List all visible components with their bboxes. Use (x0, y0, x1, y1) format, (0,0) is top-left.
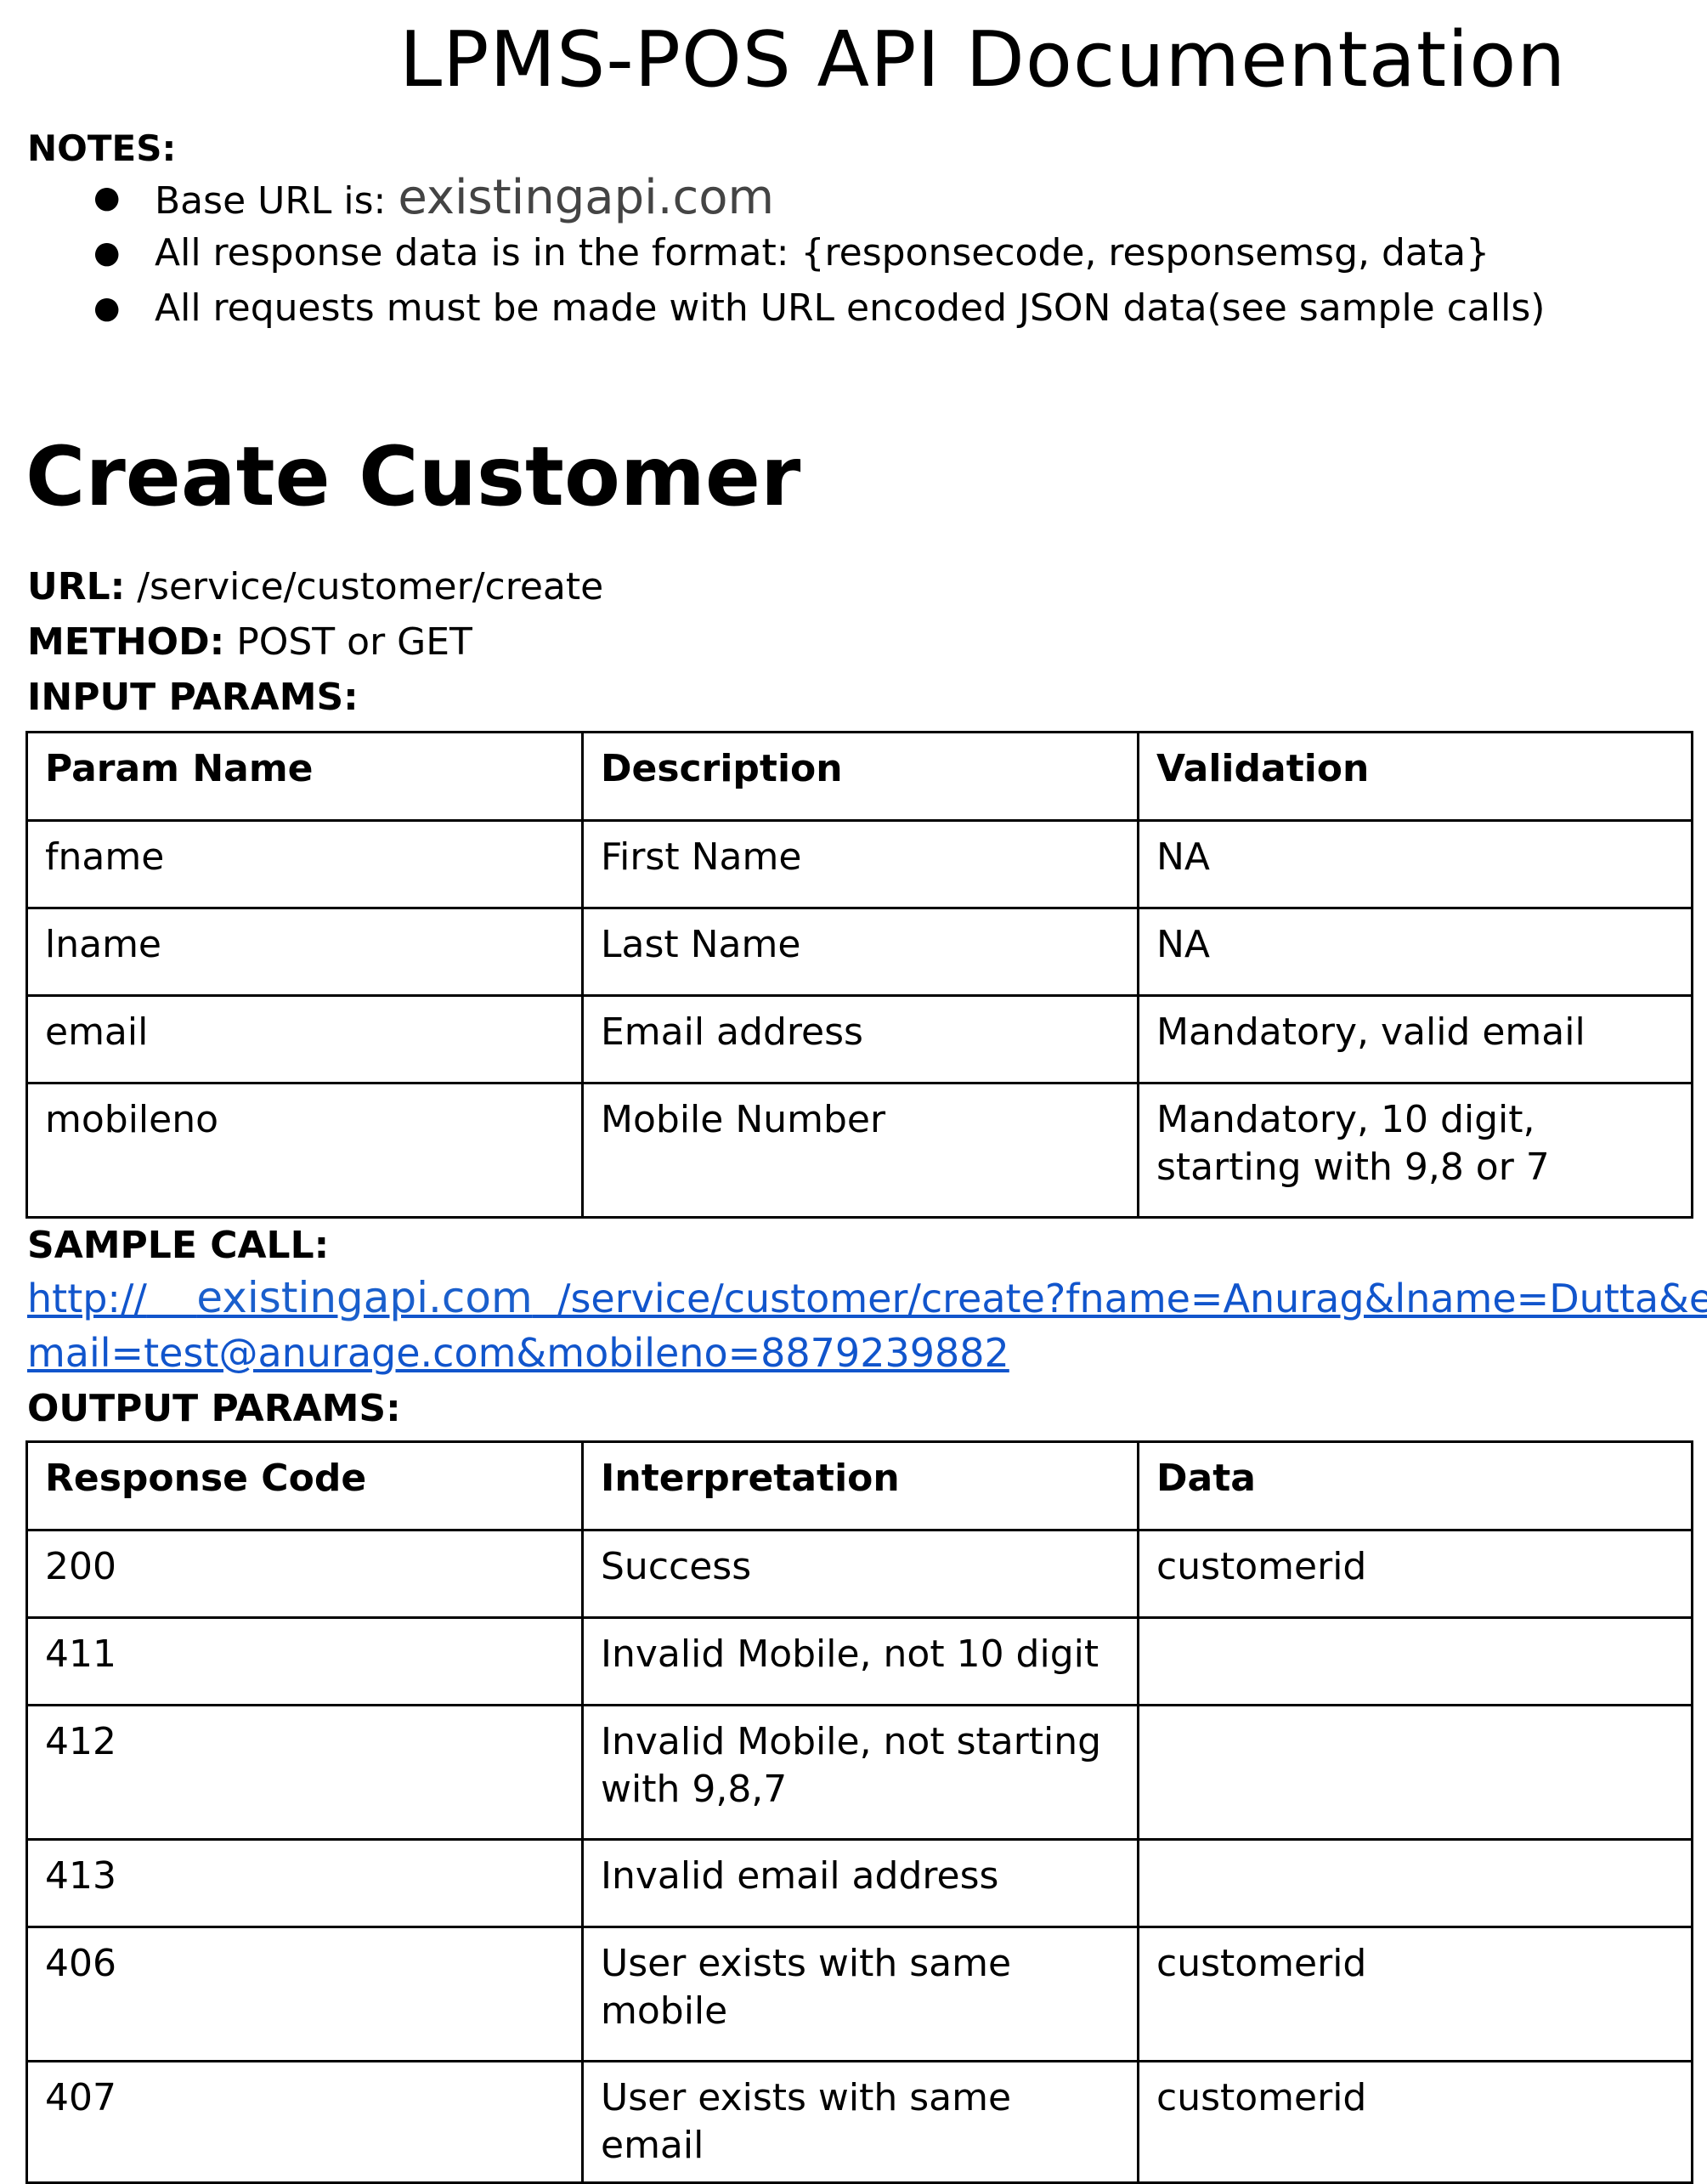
table-cell: User exists with same email (581, 2060, 1139, 2184)
table-cell: User exists with same mobile (581, 1926, 1139, 2062)
table-cell (1137, 1616, 1693, 1706)
table-row: 413 Invalid email address (25, 1838, 1693, 1928)
url-value: /service/customer/create (125, 565, 604, 608)
table-row: 411 Invalid Mobile, not 10 digit (25, 1616, 1693, 1706)
table-cell: Mobile Number (581, 1082, 1139, 1219)
sample-call-host[interactable]: existingapi.com (196, 1273, 533, 1322)
table-cell: customerid (1137, 1926, 1693, 2062)
method-line: METHOD: POST or GET (27, 620, 472, 664)
sample-call-path[interactable]: /service/customer/create?fname=Anurag&ln… (557, 1276, 1707, 1321)
table-cell: 406 (25, 1926, 584, 2062)
table-row: fname First Name NA (25, 819, 1693, 909)
table-cell: Success (581, 1529, 1139, 1619)
column-header: Data (1137, 1440, 1693, 1531)
method-label: METHOD: (27, 620, 225, 664)
column-header: Response Code (25, 1440, 584, 1531)
table-cell: 411 (25, 1616, 584, 1706)
table-row: 412 Invalid Mobile, not starting with 9,… (25, 1704, 1693, 1841)
table-cell: email (25, 994, 584, 1084)
sample-call-link-line2[interactable]: mail=test@anurage.com&mobileno=887923988… (27, 1330, 1009, 1376)
table-cell: Last Name (581, 907, 1139, 997)
table-cell: 413 (25, 1838, 584, 1928)
bullet-icon: ● (93, 180, 121, 215)
table-row: 200 Success customerid (25, 1529, 1693, 1619)
table-cell: customerid (1137, 2060, 1693, 2184)
table-row: lname Last Name NA (25, 907, 1693, 997)
section-heading: Create Customer (25, 429, 801, 524)
sample-call-label: SAMPLE CALL: (27, 1224, 330, 1267)
column-header: Interpretation (581, 1440, 1139, 1531)
table-cell: Mandatory, valid email (1137, 994, 1693, 1084)
notes-list: ● Base URL is: existingapi.com ● All res… (25, 170, 1545, 336)
table-cell: lname (25, 907, 584, 997)
table-cell (1137, 1704, 1693, 1841)
table-cell: 412 (25, 1704, 584, 1841)
note-item-response-format: ● All response data is in the format: {r… (25, 225, 1545, 280)
table-row: email Email address Mandatory, valid ema… (25, 994, 1693, 1084)
note-text: All response data is in the format: {res… (155, 231, 1490, 274)
table-cell: fname (25, 819, 584, 909)
column-header: Validation (1137, 731, 1693, 822)
method-value: POST or GET (224, 620, 472, 664)
note-text: All requests must be made with URL encod… (155, 286, 1546, 330)
bullet-icon: ● (93, 291, 121, 325)
table-row: mobileno Mobile Number Mandatory, 10 dig… (25, 1082, 1693, 1219)
table-cell: 407 (25, 2060, 584, 2184)
url-label: URL: (27, 565, 126, 608)
document-title: LPMS-POS API Documentation (399, 15, 1567, 105)
table-cell: First Name (581, 819, 1139, 909)
table-cell: 200 (25, 1529, 584, 1619)
table-cell: Invalid Mobile, not 10 digit (581, 1616, 1139, 1706)
input-params-table: Param Name Description Validation fname … (25, 731, 1693, 1219)
note-text: Base URL is: (155, 179, 398, 223)
table-header-row: Response Code Interpretation Data (25, 1440, 1693, 1531)
sample-call-scheme[interactable]: http:// (27, 1276, 147, 1321)
sample-call-link-line1[interactable]: http:// existingapi.com /service/custome… (27, 1270, 1707, 1326)
table-row: 407 User exists with same email customer… (25, 2060, 1693, 2184)
table-row: 406 User exists with same mobile custome… (25, 1926, 1693, 2062)
column-header: Description (581, 731, 1139, 822)
table-cell: Email address (581, 994, 1139, 1084)
note-item-request-format: ● All requests must be made with URL enc… (25, 280, 1545, 336)
output-params-table: Response Code Interpretation Data 200 Su… (25, 1440, 1693, 2184)
input-params-label: INPUT PARAMS: (27, 676, 359, 719)
table-cell: customerid (1137, 1529, 1693, 1619)
output-params-label: OUTPUT PARAMS: (27, 1387, 401, 1430)
url-line: URL: /service/customer/create (27, 565, 603, 608)
table-header-row: Param Name Description Validation (25, 731, 1693, 822)
notes-heading: NOTES: (27, 127, 177, 169)
table-cell: NA (1137, 819, 1693, 909)
bullet-icon: ● (93, 235, 121, 270)
table-cell: NA (1137, 907, 1693, 997)
table-cell: Mandatory, 10 digit, starting with 9,8 o… (1137, 1082, 1693, 1219)
note-item-base-url: ● Base URL is: existingapi.com (25, 170, 1545, 225)
column-header: Param Name (25, 731, 584, 822)
base-url-value: existingapi.com (398, 170, 775, 225)
table-cell: Invalid email address (581, 1838, 1139, 1928)
table-cell (1137, 1838, 1693, 1928)
table-cell: mobileno (25, 1082, 584, 1219)
table-cell: Invalid Mobile, not starting with 9,8,7 (581, 1704, 1139, 1841)
